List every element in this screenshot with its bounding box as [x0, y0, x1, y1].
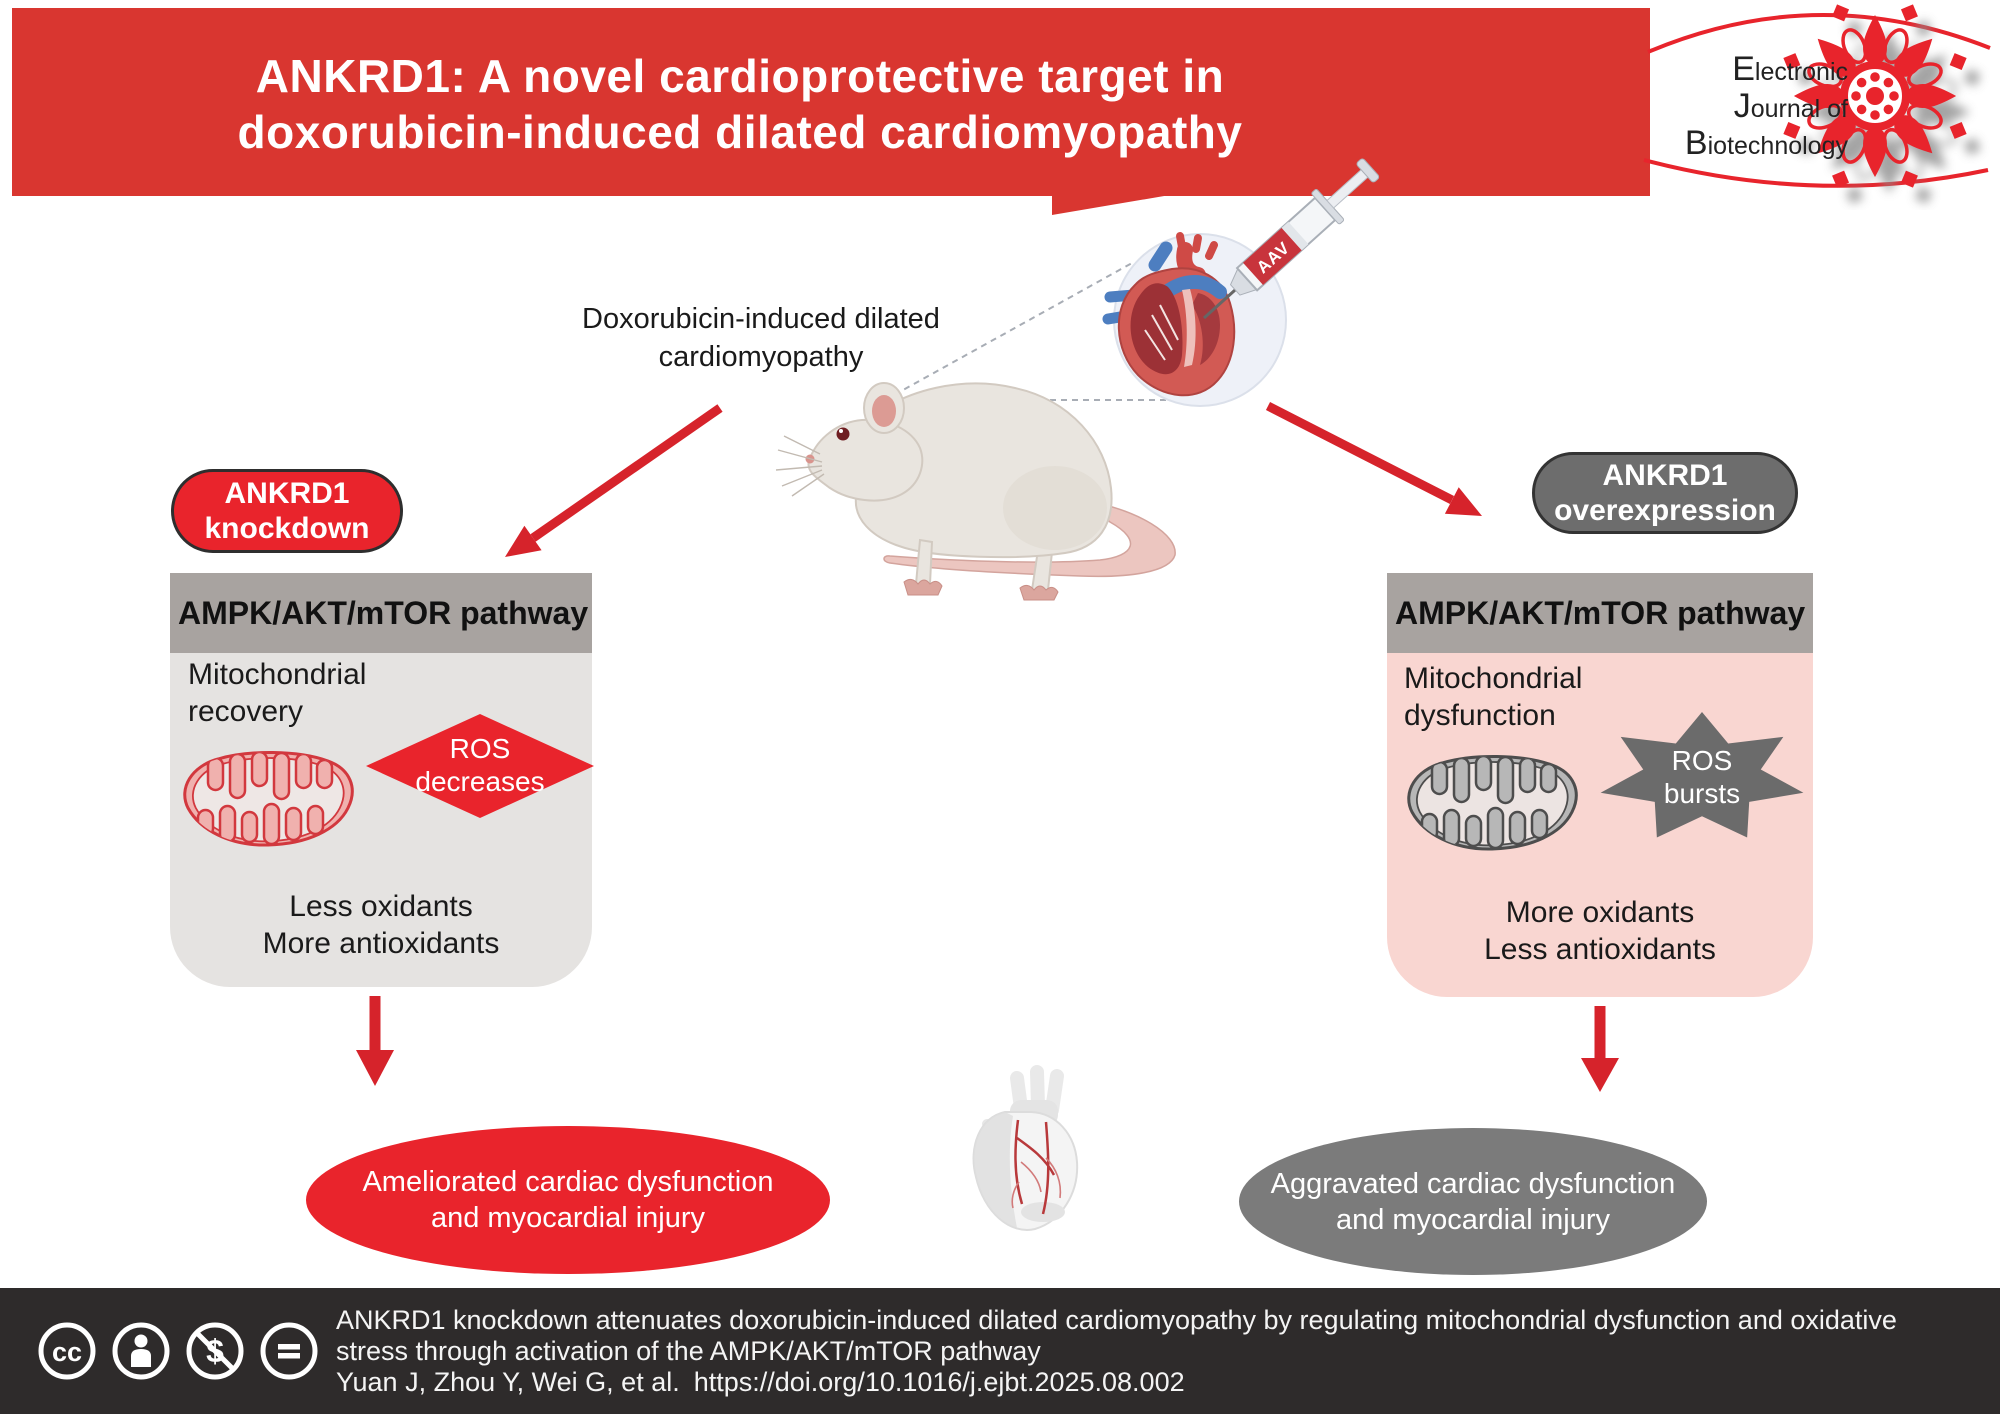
cc-by-icon: [112, 1322, 170, 1380]
overexpression-badge-line-2: overexpression: [1554, 494, 1776, 527]
knockdown-badge: ANKRD1 knockdown: [171, 469, 403, 553]
rat-eye: [836, 427, 850, 441]
page-title: ANKRD1: A novel cardioprotective target …: [12, 48, 1468, 160]
ros-diamond-label: ROS decreases: [415, 733, 545, 797]
rat-nose: [805, 454, 815, 464]
cc-nc-icon: $: [186, 1322, 244, 1380]
cc-icon: cc: [38, 1322, 96, 1380]
license-citation-bar: cc $ ANKRD1 knockdown attenuates doxorub…: [0, 1288, 2000, 1414]
rat-tail: [883, 499, 1176, 578]
arrow-to-overexpression: [1265, 401, 1482, 516]
journal-logo-text: Electronic Journal of Biotechnology: [1668, 52, 1848, 163]
knockdown-badge-line-1: ANKRD1: [224, 477, 350, 510]
overexpression-badge-line-1: ANKRD1: [1602, 459, 1728, 492]
center-condition-label: Doxorubicin-induced dilated cardiomyopat…: [556, 300, 966, 376]
oxidant-balance-right: More oxidants Less antioxidants: [1484, 896, 1716, 966]
svg-text:cc: cc: [52, 1337, 82, 1367]
doi-link[interactable]: https://doi.org/10.1016/j.ejbt.2025.08.0…: [693, 1366, 1185, 1397]
pathway-header-left: AMPK/AKT/mTOR pathway: [170, 573, 592, 653]
arrow-to-knockdown: [505, 404, 723, 557]
overexpression-badge: ANKRD1 overexpression: [1532, 452, 1798, 534]
ros-burst-label: ROS bursts: [1663, 745, 1741, 809]
title-line-2: doxorubicin-induced dilated cardiomyopat…: [237, 106, 1243, 158]
pathway-header-right: AMPK/AKT/mTOR pathway: [1387, 573, 1813, 653]
faded-heart-icon: [972, 1065, 1079, 1231]
citation-line-3: Yuan J, Zhou Y, Wei G, et al. https://doi…: [336, 1367, 1897, 1398]
citation-authors: Yuan J, Zhou Y, Wei G, et al.: [336, 1366, 680, 1397]
rat-illustration: [775, 382, 1176, 601]
knockdown-badge-line-2: knockdown: [204, 512, 370, 545]
license-icons: cc $: [36, 1320, 320, 1382]
down-arrow-left: [356, 996, 394, 1086]
citation: ANKRD1 knockdown attenuates doxorubicin-…: [336, 1305, 1897, 1398]
logo-line-2: Journal of: [1733, 87, 1848, 125]
outcome-ellipse-overexpression: Aggravated cardiac dysfunction and myoca…: [1239, 1128, 1707, 1275]
down-arrow-right: [1581, 1006, 1619, 1092]
logo-line-1: Electronic: [1732, 50, 1848, 88]
title-line-1: ANKRD1: A novel cardioprotective target …: [255, 50, 1225, 102]
condition-line-1: Doxorubicin-induced dilated: [582, 303, 940, 335]
oxidant-balance-left: Less oxidants More antioxidants: [262, 890, 500, 960]
rat-head: [807, 418, 924, 502]
rat-body: [854, 382, 1113, 559]
heart-cross-section-icon: [1102, 232, 1236, 397]
title-banner: ANKRD1: A novel cardioprotective target …: [12, 8, 1650, 196]
aav-label: AAV: [1253, 238, 1294, 277]
logo-line-3: Biotechnology: [1684, 124, 1848, 162]
citation-line-1: ANKRD1 knockdown attenuates doxorubicin-…: [336, 1304, 1897, 1335]
outcome-ellipse-knockdown: Ameliorated cardiac dysfunction and myoc…: [306, 1126, 830, 1274]
rat-ear: [863, 382, 905, 434]
rat-whiskers: [775, 435, 825, 497]
cc-nd-icon: [260, 1322, 318, 1380]
condition-line-2: cardiomyopathy: [658, 341, 864, 373]
banner-tab: [1052, 195, 1170, 215]
citation-line-2: stress through activation of the AMPK/AK…: [336, 1335, 1041, 1366]
journal-logo: Electronic Journal of Biotechnology: [1638, 0, 2000, 210]
mitochondrial-state-right: Mitochondrial dysfunction: [1404, 662, 1583, 732]
mitochondrial-state-left: Mitochondrial recovery: [188, 658, 367, 728]
journal-logo-flower-icon: [1643, 0, 1991, 210]
